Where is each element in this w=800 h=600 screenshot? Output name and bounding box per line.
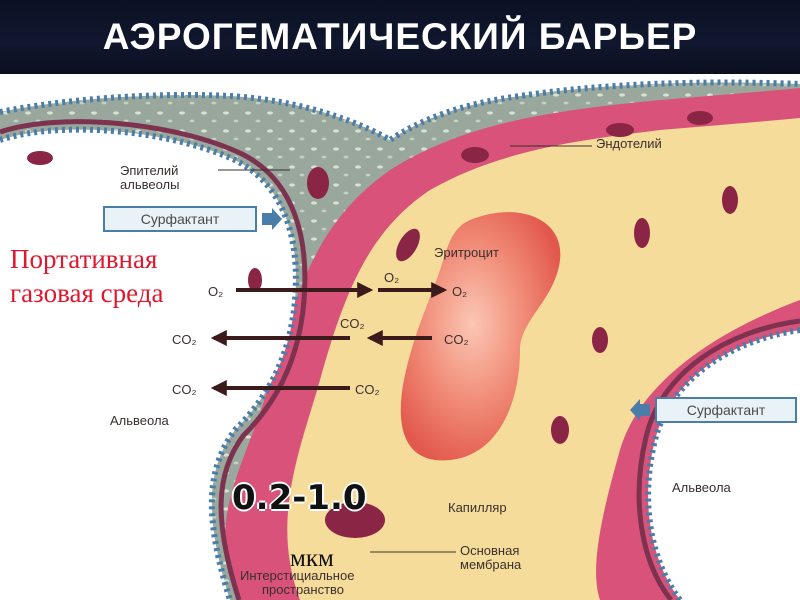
erythrocyte-label: Эритроцит: [434, 245, 499, 260]
surfactant-left-label: Сурфактант: [141, 211, 220, 227]
surfactant-right-label: Сурфактант: [687, 402, 766, 418]
barrier-thickness-value: 0.2-1.0: [232, 478, 367, 518]
o2-label-mid: O₂: [384, 270, 399, 285]
endothelium-label: Эндотелий: [596, 136, 662, 151]
gas-medium-line2: газовая среда: [10, 278, 164, 308]
arrow-right-icon: [262, 208, 282, 230]
alveolus-top: [0, 74, 800, 140]
co2-label-right: CO₂: [444, 332, 469, 347]
alveolus-top-epithelium: [0, 79, 800, 144]
surfactant-left-box: Сурфактант: [103, 206, 282, 232]
interstitial-line1: Интерстициальное: [240, 568, 354, 583]
barrier-thickness-unit: мкм: [290, 545, 334, 572]
o2-label-right: O₂: [452, 284, 467, 299]
interstitial-line2: пространство: [262, 582, 344, 597]
gas-medium-line1: Портативная: [10, 244, 158, 274]
alveola-left-label: Альвеола: [110, 413, 170, 428]
alveola-right-label: Альвеола: [672, 480, 732, 495]
co2-label-left-top: CO₂: [172, 332, 197, 347]
gas-arrows: [210, 282, 448, 396]
alveolus-right-epithelium: [645, 327, 800, 600]
cell-nuclei: [27, 111, 738, 538]
gas-medium-label: Портативная газовая среда: [10, 242, 163, 310]
alveolus-left: [0, 129, 296, 600]
co2-label-left-bottom: CO₂: [172, 382, 197, 397]
epithelium-label-line2: альвеолы: [120, 177, 179, 192]
capillary-label: Капилляр: [448, 500, 507, 515]
aerohematic-barrier-illustration: Сурфактант Сурфактант Эпителий альвеолы …: [0, 74, 800, 600]
title-bar: АЭРОГЕМАТИЧЕСКИЙ БАРЬЕР: [0, 0, 800, 74]
co2-label-inner-top: CO₂: [340, 316, 365, 331]
slide-title: АЭРОГЕМАТИЧЕСКИЙ БАРЬЕР: [102, 16, 698, 57]
epithelium-label-line1: Эпителий: [120, 163, 178, 178]
basement-membrane-line2: мембрана: [460, 557, 522, 572]
alveolus-left-epithelium-inner: [0, 119, 308, 600]
o2-label-left: O₂: [208, 284, 223, 299]
basement-membrane-line1: Основная: [460, 543, 519, 558]
alveolus-right-epithelium-inner: [636, 318, 800, 600]
arrow-left-icon: [630, 399, 650, 421]
co2-label-inner-bottom: CO₂: [355, 382, 380, 397]
erythrocyte: [400, 212, 561, 461]
surfactant-right-box: Сурфактант: [630, 397, 797, 423]
